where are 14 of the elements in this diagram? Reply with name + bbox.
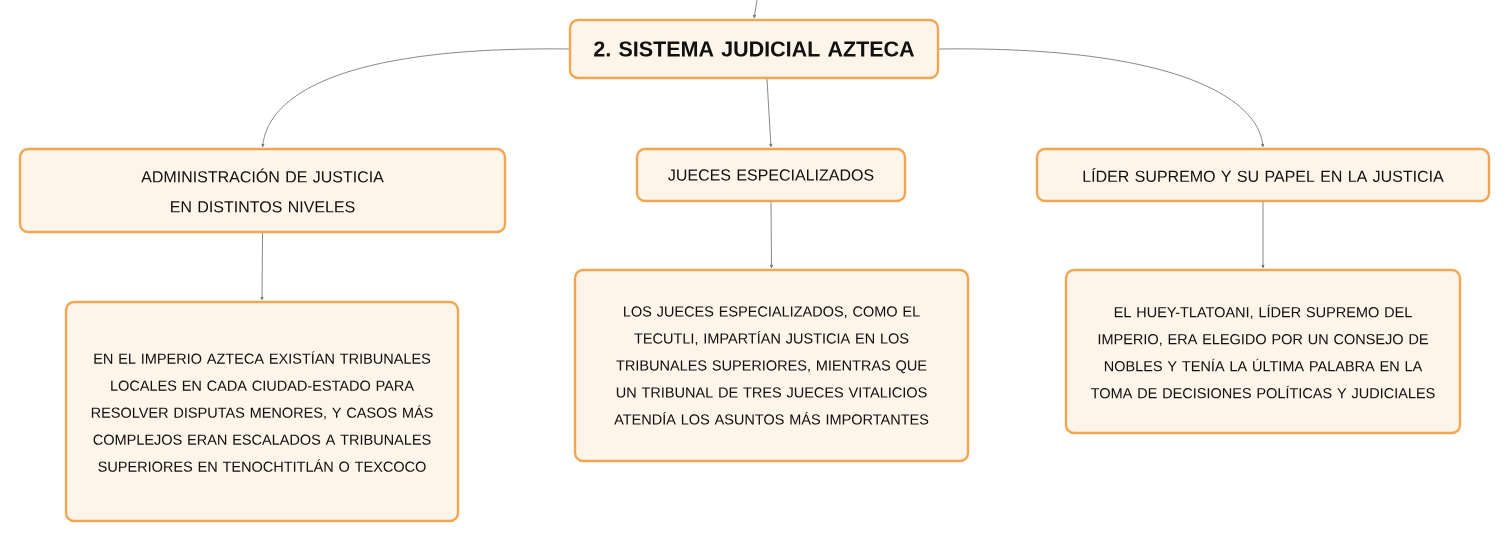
arrow xyxy=(938,48,1265,148)
arrow xyxy=(260,232,264,301)
description-box: LOS JUECES ESPECIALIZADOS, COMO EL TECUTLI, IMPARTÍAN JUSTICIA EN LOS TRIBUNALES SUPERIORES, MIENTRAS QUE UN TRIBUNAL DE TRES JUECES VITALICIOS ATENDÍA LOS ASUNTOS MÁS IMPORTANTES xyxy=(573,268,970,463)
description-box: EN EL IMPERIO AZTECA EXISTÍAN TRIBUNALES LOCALES EN CADA CIUDAD-ESTADO PARA RESOLVER DISPUTAS MENORES, Y CASOS MÁS COMPLEJOS ERAN ESCALADOS A TRIBUNALES SUPERIORES EN TENOCHTITLÁN O TEXCOCO xyxy=(64,300,460,523)
topic-box: LÍDER SUPREMO Y SU PAPEL EN LA JUSTICIA xyxy=(1035,147,1491,203)
arrow xyxy=(753,0,758,19)
arrow xyxy=(1261,201,1265,269)
topic-box: JUECES ESPECIALIZADOS xyxy=(635,147,907,203)
topic-box: ADMINISTRACIÓN DE JUSTICIA EN DISTINTOS NIVELES xyxy=(18,147,507,234)
title-box: 2. SISTEMA JUDICIAL AZTECA xyxy=(568,18,940,80)
arrow xyxy=(261,48,570,148)
arrow xyxy=(770,201,773,269)
description-box: EL HUEY-TLATOANI, LÍDER SUPREMO DEL IMPERIO, ERA ELEGIDO POR UN CONSEJO DE NOBLES Y TENÍA LA ÚLTIMA PALABRA EN LA TOMA DE DECISIONES POLÍTICAS Y JUDICIALES xyxy=(1064,268,1462,435)
arrow xyxy=(766,78,773,148)
